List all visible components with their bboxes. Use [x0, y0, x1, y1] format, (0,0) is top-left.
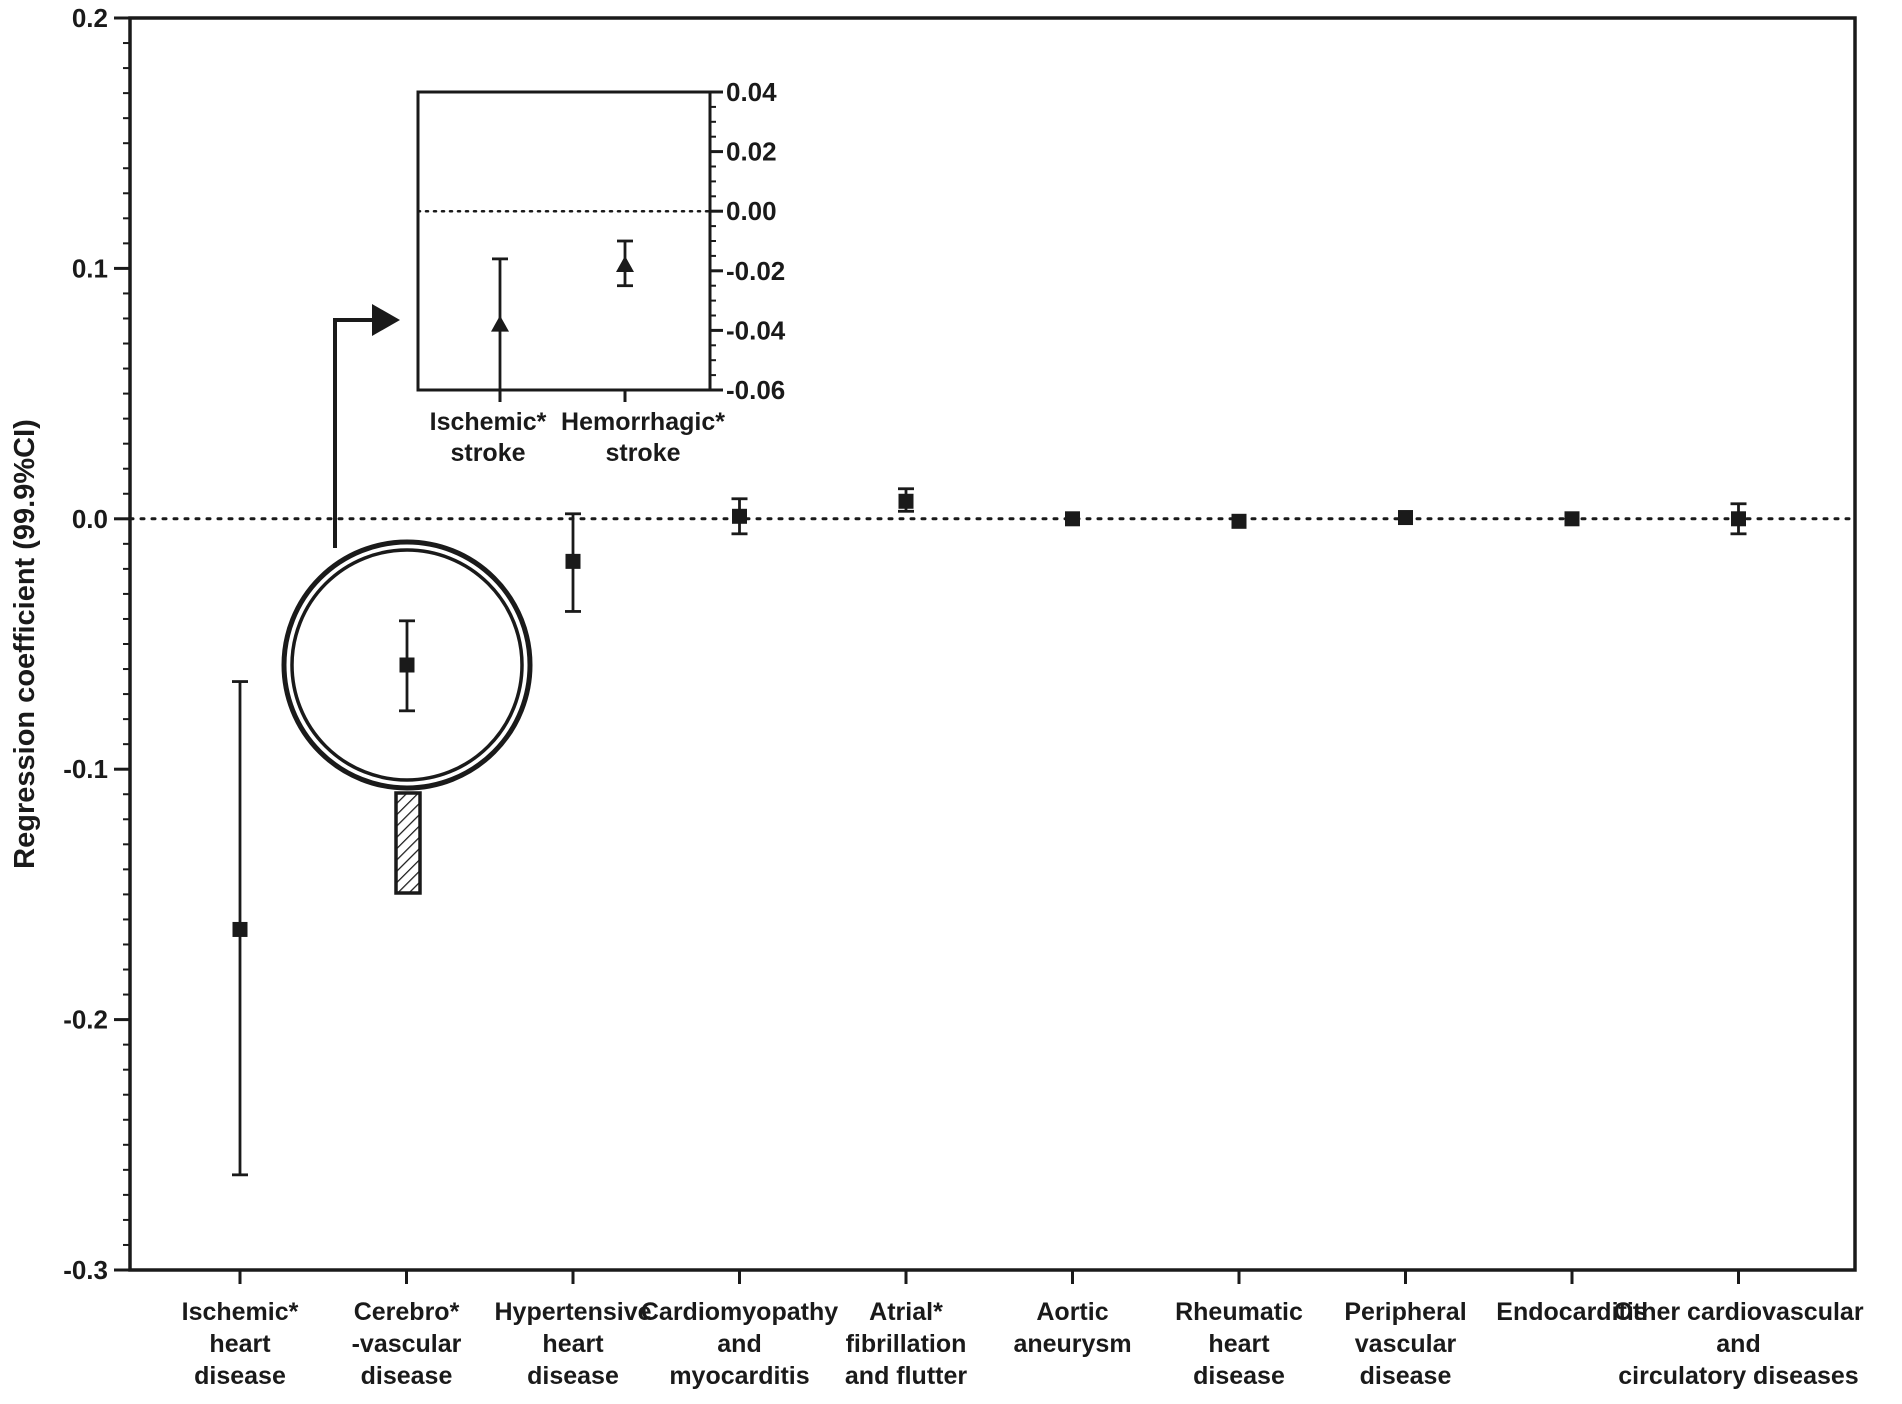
data-point-marker [898, 493, 914, 509]
y-tick-label: 0.0 [72, 504, 108, 534]
data-point-marker [232, 921, 248, 937]
x-category-label: heart [542, 1330, 604, 1358]
magnifier-callout [281, 304, 533, 895]
data-point-marker [1731, 511, 1746, 527]
data-point-marker [1564, 511, 1580, 527]
callout-arrowhead [372, 304, 400, 336]
y-tick-label: 0.2 [72, 3, 108, 33]
x-category-label: heart [209, 1330, 271, 1358]
x-category-label: and [717, 1330, 761, 1358]
x-category-label: Peripheral [1344, 1298, 1466, 1326]
x-category-label: and [1716, 1330, 1760, 1358]
x-category-label: vascular [1355, 1330, 1457, 1358]
data-point-marker [732, 508, 747, 524]
inset-data-point-marker [491, 315, 509, 332]
x-category-label: fibrillation [846, 1330, 967, 1358]
inset-x-category-label: Ischemic* [430, 408, 547, 436]
magnified-point-marker [399, 657, 415, 673]
callout-connector [333, 318, 390, 548]
magnifier-handle [394, 791, 422, 895]
data-point-marker [565, 553, 581, 569]
data-point-marker [1231, 513, 1247, 529]
y-tick-label: -0.3 [63, 1255, 108, 1285]
x-category-label: and flutter [845, 1362, 967, 1390]
inset-y-tick-label: -0.04 [726, 315, 786, 345]
x-category-label: disease [194, 1362, 286, 1390]
x-category-label: Other cardiovascular [1613, 1298, 1863, 1326]
x-category-label: heart [1208, 1330, 1270, 1358]
x-category-label: disease [361, 1362, 453, 1390]
y-tick-label: -0.1 [63, 754, 108, 784]
x-category-label: disease [1360, 1362, 1452, 1390]
inset-y-tick-label: 0.04 [726, 77, 777, 107]
x-category-label: disease [527, 1362, 619, 1390]
x-category-label: aneurysm [1013, 1330, 1131, 1358]
data-point-marker [1398, 510, 1413, 526]
x-category-label: myocarditis [669, 1362, 809, 1390]
inset-x-category-label: stroke [605, 439, 680, 467]
x-category-label: Endocarditis [1496, 1298, 1647, 1326]
x-category-label: Rheumatic [1175, 1298, 1303, 1326]
inset-x-category-label: stroke [450, 439, 525, 467]
y-axis-label: Regression coefficient (99.9%CI) [9, 419, 41, 869]
y-tick-label: 0.1 [72, 253, 108, 283]
magnifier-lens-inner [290, 548, 524, 782]
data-point-marker [1065, 511, 1080, 527]
inset-y-tick-label: -0.06 [726, 375, 785, 405]
x-category-label: Hypertensive [494, 1298, 651, 1326]
x-category-label: disease [1193, 1362, 1285, 1390]
inset-y-tick-label: -0.02 [726, 256, 785, 286]
x-category-label: circulatory diseases [1618, 1362, 1858, 1390]
x-category-label: Cardiomyopathy [641, 1298, 838, 1326]
inset-x-category-label: Hemorrhagic* [561, 408, 725, 436]
x-category-label: -vascular [352, 1330, 462, 1358]
inset-y-tick-label: 0.00 [726, 196, 777, 226]
x-category-label: Aortic [1036, 1298, 1108, 1326]
x-category-label: Ischemic* [182, 1298, 299, 1326]
y-tick-label: -0.2 [63, 1005, 108, 1035]
inset-data-point-marker [616, 255, 634, 273]
inset-frame [416, 90, 712, 392]
x-category-label: Atrial* [869, 1298, 943, 1326]
inset-y-tick-label: 0.02 [726, 137, 777, 167]
x-category-label: Cerebro* [354, 1298, 460, 1326]
